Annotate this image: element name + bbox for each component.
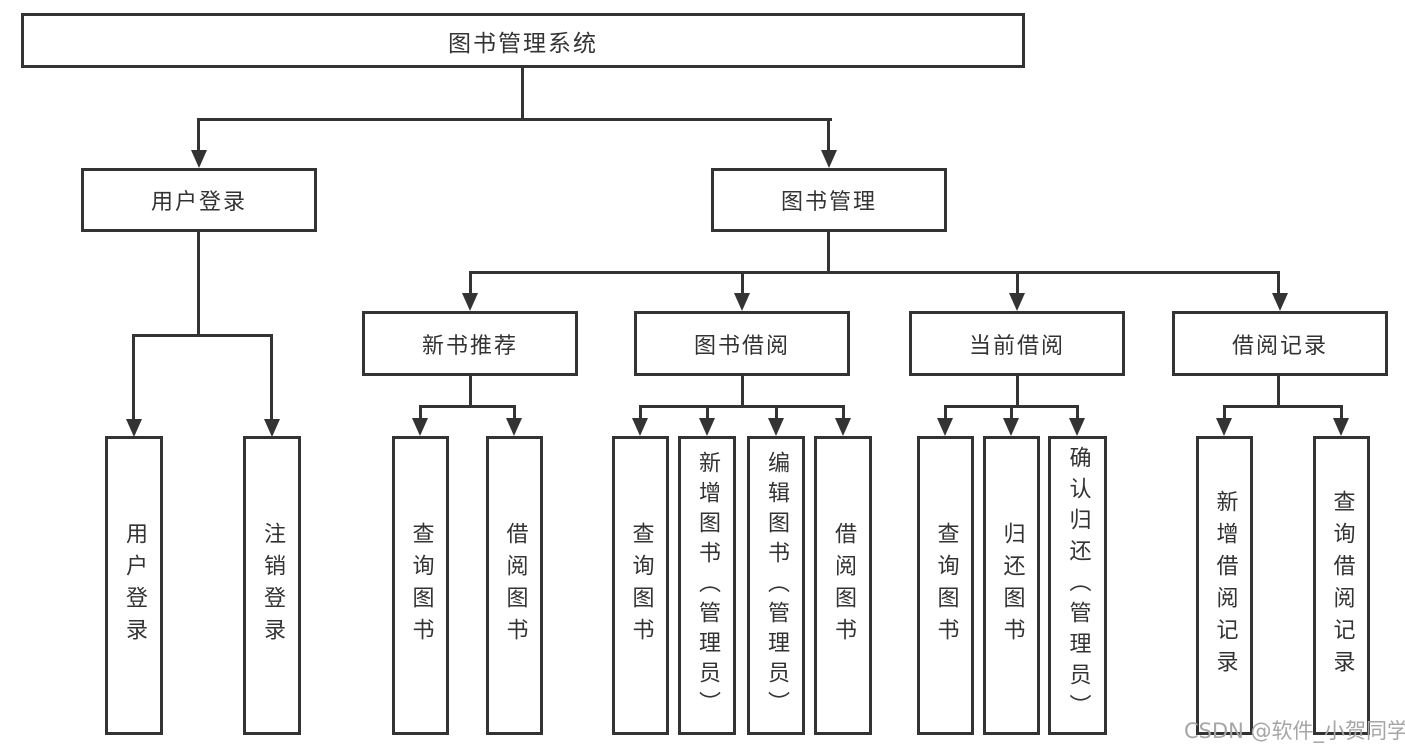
connector-line [741, 271, 744, 297]
connector-arrowhead [768, 418, 784, 436]
leaf-label: 确认归还（管理员） [1065, 446, 1091, 725]
connector-line [639, 405, 642, 422]
leaf-label: 借阅图书 [502, 521, 528, 650]
connector-line [1277, 376, 1280, 407]
connector-arrowhead [821, 150, 837, 168]
connector-arrowhead [1003, 418, 1019, 436]
connector-arrowhead [264, 419, 280, 437]
connector-line [270, 334, 273, 422]
connector-line [419, 405, 515, 408]
connector-arrowhead [734, 293, 750, 311]
connector-line [1010, 405, 1013, 422]
connector-line [1223, 405, 1342, 408]
connector-arrowhead [632, 418, 648, 436]
leaf-add-books-admin: 新增图书（管理员） [678, 436, 736, 735]
node-label: 借阅记录 [1231, 333, 1328, 359]
connector-line [1016, 271, 1019, 297]
connector-arrowhead [937, 418, 953, 436]
node-current-borrowing: 当前借阅 [909, 311, 1125, 376]
connector-line [469, 376, 472, 407]
connector-arrowhead [462, 293, 478, 311]
leaf-query-borrow-record: 查询借阅记录 [1313, 436, 1370, 735]
connector-line [827, 232, 830, 274]
leaf-label: 编辑图书（管理员） [764, 450, 789, 721]
connector-line [197, 118, 832, 121]
connector-line [1277, 271, 1280, 297]
leaf-label: 查询图书 [408, 521, 434, 650]
connector-line [639, 405, 844, 408]
node-library-management-system: 图书管理系统 [21, 13, 1025, 68]
node-label: 图书借阅 [693, 333, 790, 359]
node-borrowing-records: 借阅记录 [1172, 311, 1388, 376]
leaf-logout-login: 注销登录 [243, 436, 301, 735]
leaf-label: 新增图书（管理员） [695, 450, 720, 721]
connector-line [1016, 376, 1019, 407]
node-label: 图书管理系统 [448, 30, 598, 57]
node-new-book-recommend: 新书推荐 [362, 311, 578, 376]
leaf-borrow-books-recommend: 借阅图书 [486, 436, 543, 735]
leaf-edit-books-admin: 编辑图书（管理员） [747, 436, 805, 735]
leaf-query-books-borrowing: 查询图书 [612, 436, 669, 735]
connector-arrowhead [1069, 418, 1085, 436]
connector-line [706, 405, 709, 422]
connector-arrowhead [1009, 293, 1025, 311]
leaf-label: 新增借阅记录 [1212, 489, 1238, 682]
node-label: 当前借阅 [968, 333, 1065, 359]
connector-line [1340, 405, 1343, 422]
connector-line [741, 376, 744, 407]
connector-arrowhead [835, 418, 851, 436]
leaf-add-borrow-record: 新增借阅记录 [1196, 436, 1253, 735]
csdn-watermark: CSDN @软件_小贺同学 [1184, 719, 1405, 743]
connector-arrowhead [506, 418, 522, 436]
connector-arrowhead [191, 150, 207, 168]
leaf-query-books-recommend: 查询图书 [392, 436, 449, 735]
connector-line [469, 271, 1280, 274]
node-label: 图书管理 [780, 190, 877, 215]
node-label: 新书推荐 [421, 333, 518, 359]
connector-line [827, 118, 830, 154]
connector-arrowhead [699, 418, 715, 436]
leaf-user-login: 用户登录 [105, 436, 163, 735]
connector-line [513, 405, 516, 422]
connector-line [197, 232, 200, 337]
connector-line [197, 118, 200, 154]
connector-line [521, 68, 524, 120]
leaf-label: 借阅图书 [831, 521, 856, 650]
connector-arrowhead [412, 418, 428, 436]
connector-line [133, 334, 273, 337]
leaf-label: 注销登录 [260, 521, 285, 650]
leaf-label: 用户登录 [122, 521, 147, 650]
leaf-query-books-current: 查询图书 [917, 436, 974, 735]
leaf-borrow-books-borrowing: 借阅图书 [814, 436, 872, 735]
leaf-confirm-return-admin: 确认归还（管理员） [1048, 436, 1107, 735]
connector-line [419, 405, 422, 422]
connector-line [775, 405, 778, 422]
leaf-label: 查询图书 [933, 521, 959, 650]
connector-arrowhead [126, 419, 142, 437]
node-user-login: 用户登录 [81, 168, 317, 232]
connector-line [944, 405, 947, 422]
connector-arrowhead [1333, 418, 1349, 436]
connector-arrowhead [1272, 293, 1288, 311]
leaf-label: 查询图书 [628, 521, 654, 650]
leaf-return-books: 归还图书 [983, 436, 1040, 735]
leaf-label: 归还图书 [999, 521, 1025, 650]
leaf-label: 查询借阅记录 [1329, 489, 1355, 682]
node-book-borrowing: 图书借阅 [634, 311, 850, 376]
connector-arrowhead [1216, 418, 1232, 436]
connector-line [842, 405, 845, 422]
node-book-management: 图书管理 [711, 168, 947, 232]
connector-line [132, 334, 135, 422]
node-label: 用户登录 [150, 190, 247, 215]
connector-line [1076, 405, 1079, 422]
connector-line [469, 271, 472, 297]
connector-line [1223, 405, 1226, 422]
